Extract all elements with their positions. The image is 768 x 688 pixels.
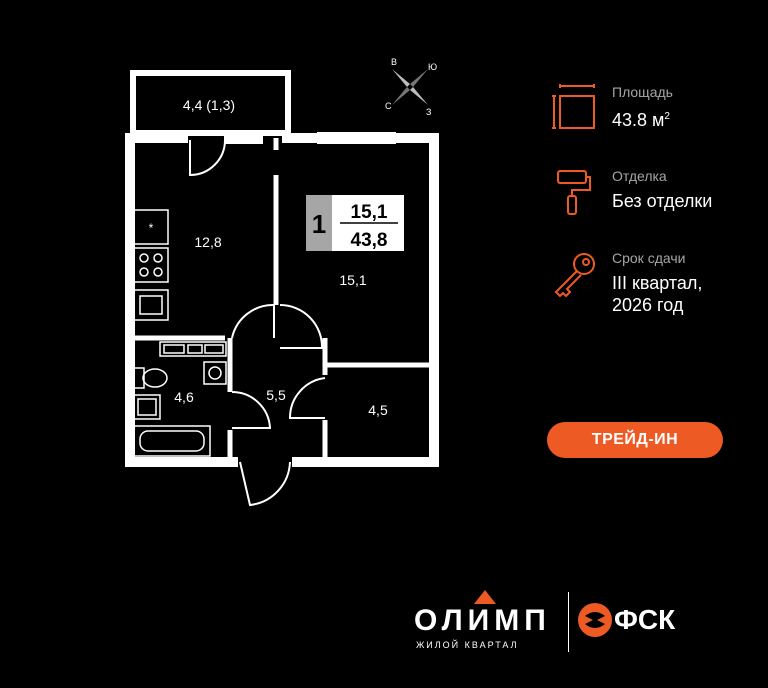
- windows: [224, 132, 396, 144]
- compass-west: З: [426, 107, 431, 117]
- area-unit-sup: 2: [664, 111, 670, 122]
- room-label-storage: 4,5: [368, 402, 388, 418]
- inner-walls: [133, 138, 434, 460]
- area-value-number: 43.8 м: [612, 110, 665, 130]
- trade-in-button[interactable]: ТРЕЙД-ИН: [547, 422, 723, 458]
- finish-label: Отделка: [612, 168, 667, 184]
- room-label-balcony: 4,4 (1,3): [183, 97, 235, 113]
- bathroom-fixtures: [133, 341, 227, 457]
- svg-text:*: *: [149, 221, 154, 235]
- deadline-quarter: III квартал,: [612, 273, 703, 293]
- area-badge: 1 15,1 43,8: [306, 195, 404, 251]
- outer-walls: [125, 133, 439, 467]
- floor-plan: * В Ю С З 4,4 (1,3) 12,8 15,1 4,6: [125, 57, 439, 507]
- olimp-peak-icon: [474, 590, 496, 604]
- badge-living-area: 15,1: [351, 202, 388, 223]
- finish-value: Без отделки: [612, 191, 713, 211]
- olimp-subtitle: ЖИЛОЙ КВАРТАЛ: [416, 640, 519, 650]
- fsk-logo-icon: [578, 603, 612, 637]
- room-label-kitchen: 12,8: [194, 234, 221, 250]
- area-label: Площадь: [612, 84, 673, 100]
- doors: [189, 139, 326, 507]
- kitchen-fixtures: *: [133, 209, 169, 321]
- area-value: 43.8 м2: [612, 106, 670, 131]
- balcony: [130, 70, 291, 136]
- logo-divider: [568, 592, 569, 652]
- deadline-label: Срок сдачи: [612, 250, 686, 266]
- olimp-logo-text: ОЛИМП: [414, 604, 551, 637]
- compass-east: В: [391, 57, 397, 67]
- deadline-year: 2026 год: [612, 295, 684, 315]
- badge-rooms: 1: [312, 209, 326, 239]
- paint-roller-icon: [557, 170, 591, 215]
- compass-south: Ю: [428, 62, 437, 72]
- area-icon: [552, 84, 595, 129]
- compass-north: С: [385, 101, 392, 111]
- compass-icon: В Ю С З: [385, 57, 437, 117]
- room-label-hall: 5,5: [266, 387, 286, 403]
- room-label-bath: 4,6: [174, 389, 194, 405]
- key-icon: [554, 253, 595, 298]
- deadline-value: III квартал, 2026 год: [612, 272, 702, 316]
- fsk-logo-text: ФСК: [614, 604, 676, 635]
- room-label-living: 15,1: [339, 272, 366, 288]
- brand-logos: ОЛИМП ЖИЛОЙ КВАРТАЛ ФСК: [400, 590, 700, 660]
- badge-total-area: 43,8: [351, 230, 388, 251]
